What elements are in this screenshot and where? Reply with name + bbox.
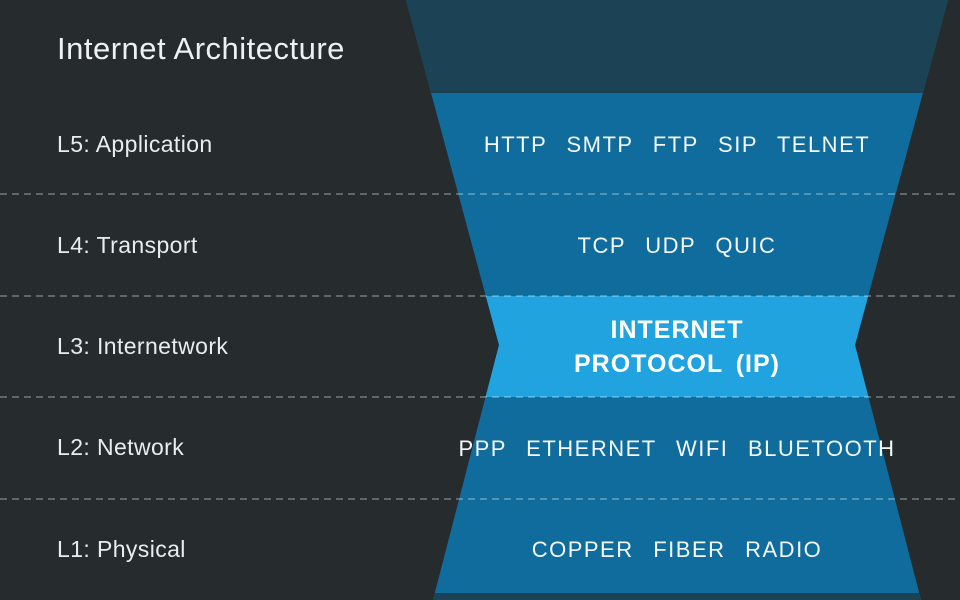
layer-label-l5: L5: Application <box>57 131 213 157</box>
page-title: Internet Architecture <box>57 31 345 66</box>
layer-label-l3: L3: Internetwork <box>57 333 228 359</box>
protocols-physical: COPPER FIBER RADIO <box>532 537 823 562</box>
protocols-network: PPP ETHERNET WIFI BLUETOOTH <box>458 436 895 461</box>
layer-label-l4: L4: Transport <box>57 232 198 258</box>
hourglass-bottom-cap <box>406 593 948 600</box>
protocols-internetwork-line1: INTERNET <box>611 316 744 344</box>
protocols-application: HTTP SMTP FTP SIP TELNET <box>484 132 870 157</box>
protocol-texts: HTTP SMTP FTP SIP TELNET TCP UDP QUIC IN… <box>458 132 895 562</box>
layer-labels: L5: Application L4: Transport L3: Intern… <box>57 131 228 562</box>
layer-label-l1: L1: Physical <box>57 536 186 562</box>
layer-separators <box>0 193 960 500</box>
hourglass-top-cap <box>406 0 948 93</box>
layer-label-l2: L2: Network <box>57 434 184 460</box>
protocols-internetwork-line2: PROTOCOL (IP) <box>574 350 780 378</box>
protocols-transport: TCP UDP QUIC <box>578 233 777 258</box>
